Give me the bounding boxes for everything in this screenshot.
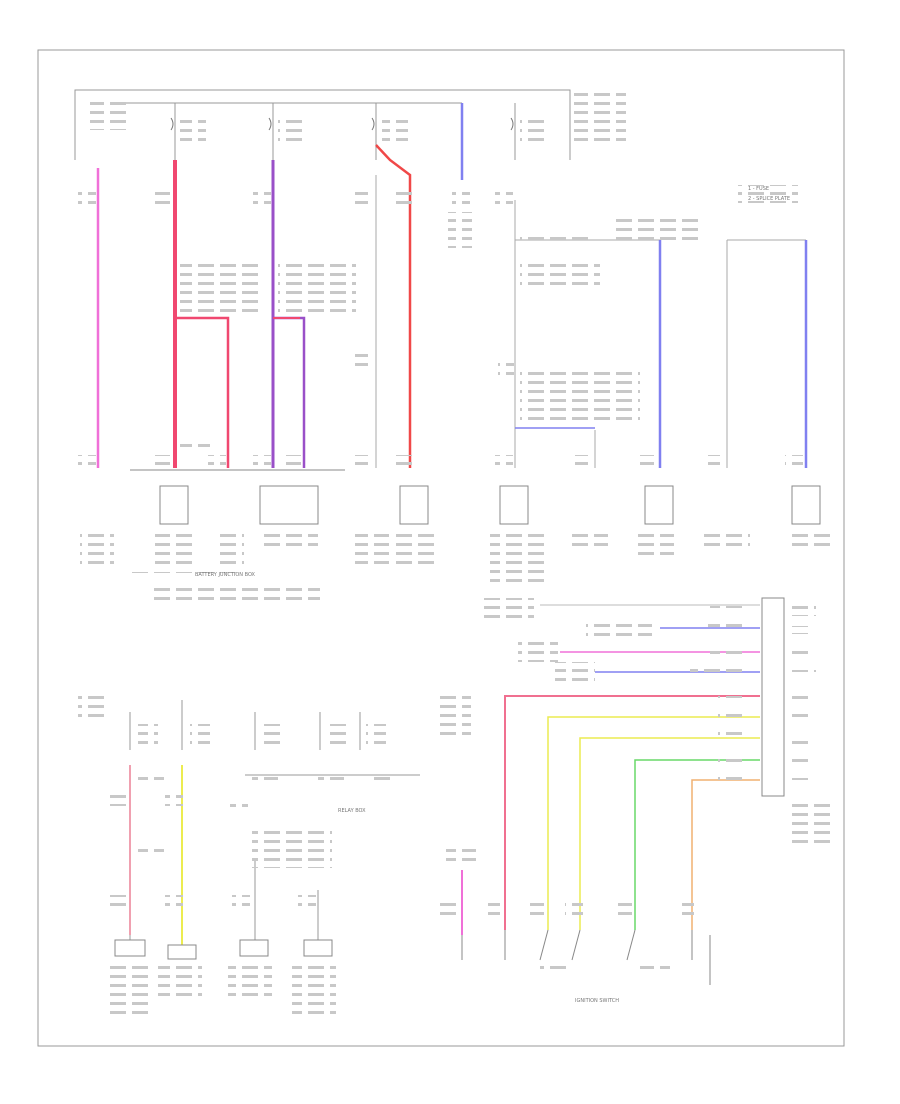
legend: 1 - FUSE 2 - SPLICE PLATE bbox=[748, 186, 790, 202]
ignition-connector-labels bbox=[440, 598, 834, 970]
relay-box-label: RELAY BOX bbox=[338, 808, 366, 814]
wire-labels-row1 bbox=[78, 190, 803, 469]
wire-green-h bbox=[634, 759, 760, 930]
component-labels-row1 bbox=[80, 530, 830, 600]
wire-purple-branch bbox=[273, 316, 306, 468]
legend-item-2: 2 - SPLICE PLATE bbox=[748, 196, 790, 202]
label-blocks-top bbox=[90, 93, 798, 203]
wire-red-branch bbox=[175, 316, 230, 468]
ignition-switch-label: IGNITION SWITCH bbox=[575, 998, 619, 1004]
wire-red-right bbox=[375, 144, 412, 468]
ignition-switch-contacts bbox=[461, 929, 711, 985]
diagram-border bbox=[37, 49, 845, 1047]
components-row1 bbox=[159, 485, 821, 525]
battery-junction-box-label: BATTERY JUNCTION BOX bbox=[195, 572, 256, 578]
bottom-left-labels bbox=[78, 690, 471, 1014]
wire-yellow-h2 bbox=[579, 737, 760, 930]
wire-orange-h bbox=[691, 779, 760, 930]
top-power-feed bbox=[74, 89, 571, 160]
legend-item-1: 1 - FUSE bbox=[748, 186, 769, 192]
wire-yellow-h1 bbox=[547, 716, 760, 930]
fuse-symbols-top bbox=[170, 117, 514, 131]
wire-red-h bbox=[504, 695, 760, 930]
components-bottom-left bbox=[114, 939, 333, 960]
